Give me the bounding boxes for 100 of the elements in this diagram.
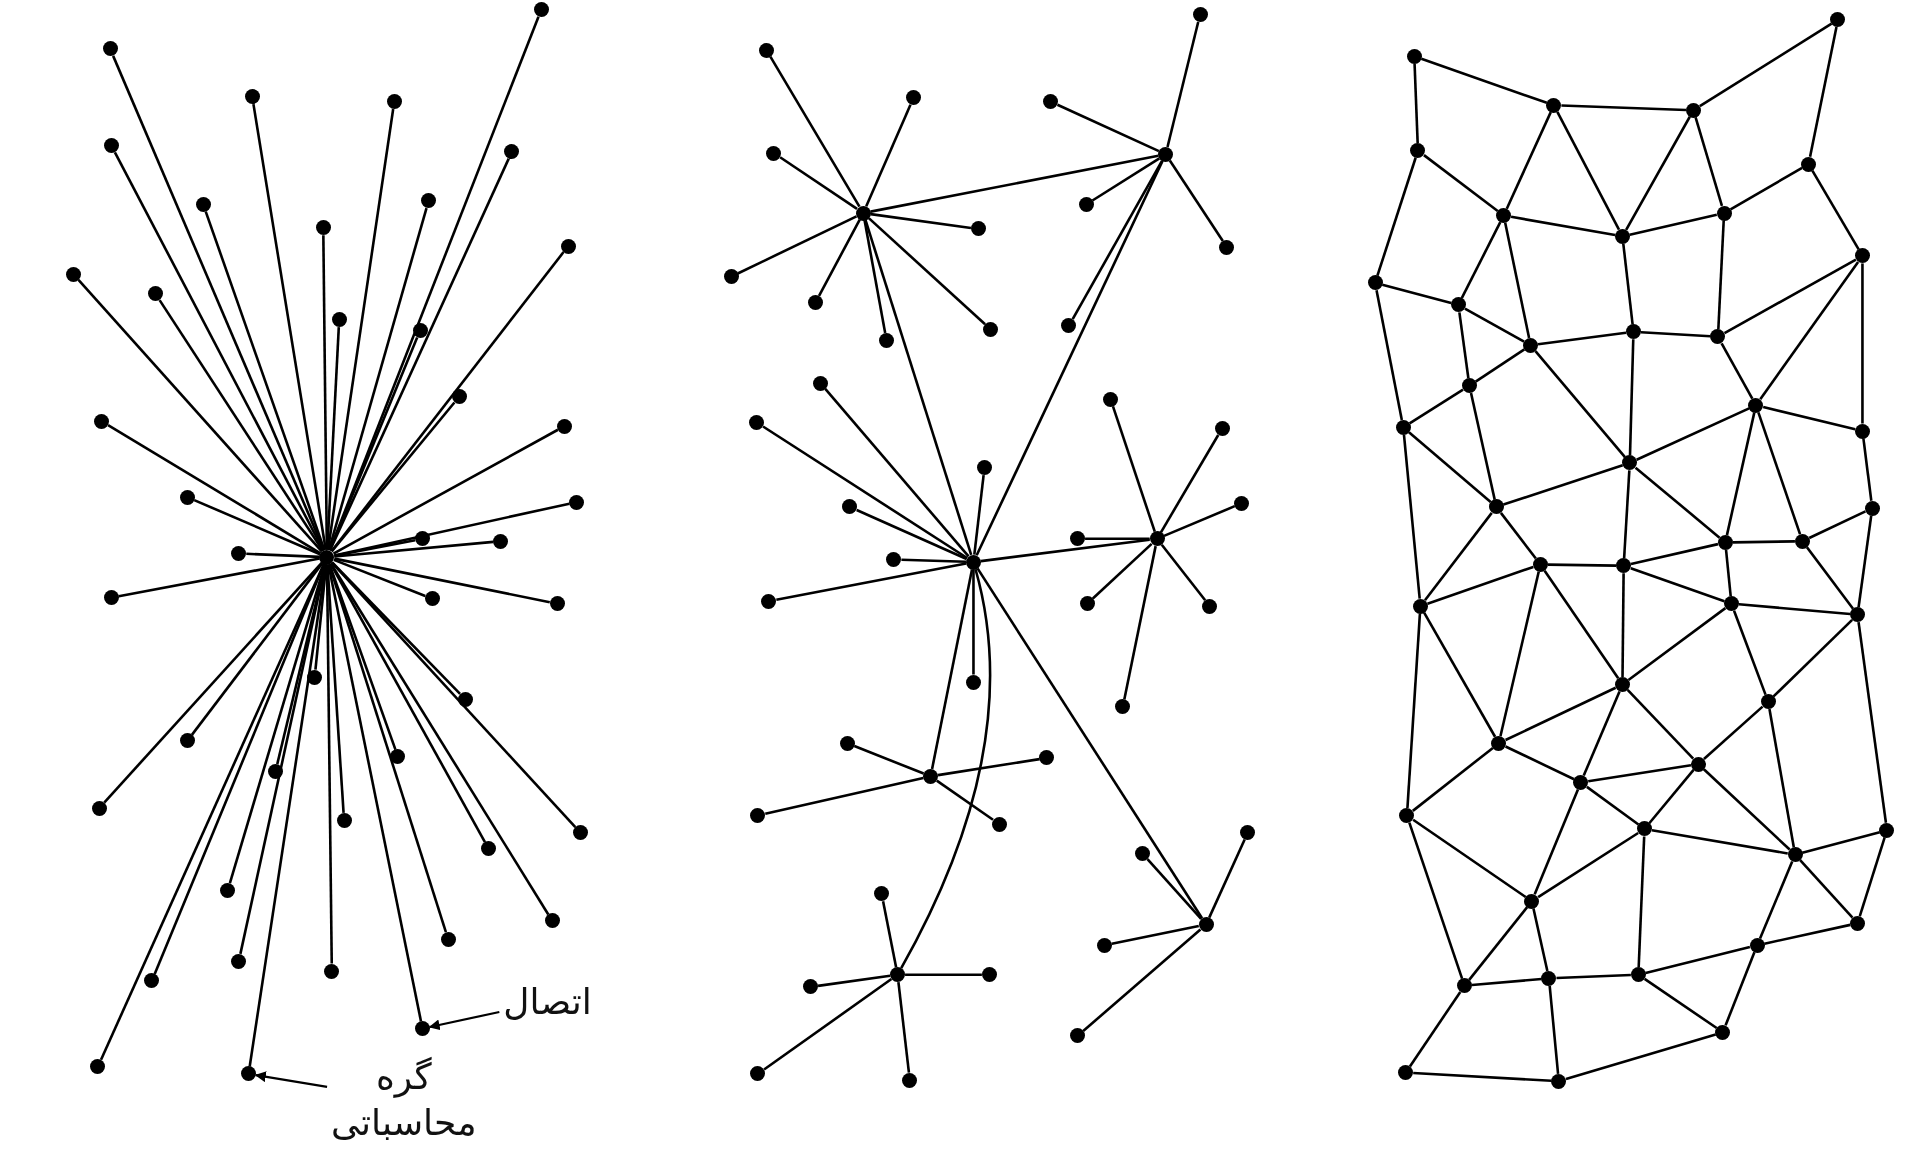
network-node — [244, 89, 260, 105]
link-line — [976, 567, 1204, 919]
link-line — [1085, 537, 1150, 541]
link-line — [776, 562, 967, 602]
link-line — [1625, 116, 1691, 231]
link-line — [204, 211, 326, 551]
network-node — [1461, 378, 1477, 394]
network-node — [1410, 143, 1426, 159]
network-node — [1079, 596, 1095, 612]
network-node — [1398, 1065, 1414, 1081]
network-node — [808, 294, 823, 310]
link-line — [1420, 57, 1548, 105]
link-line — [1724, 951, 1756, 1026]
link-line — [1408, 431, 1492, 504]
network-node — [1134, 845, 1150, 861]
link-line — [1537, 831, 1639, 899]
link-line — [980, 538, 1150, 563]
annotation-label: گره محاسباتی — [329, 1053, 479, 1146]
network-node — [1717, 534, 1733, 550]
link-line — [897, 982, 911, 1073]
link-line — [1651, 828, 1788, 855]
link-line — [1732, 610, 1767, 696]
link-line — [1458, 312, 1470, 379]
link-line — [905, 973, 982, 976]
link-line — [1759, 261, 1860, 400]
link-line — [193, 498, 321, 556]
network-node — [544, 913, 560, 929]
network-node — [533, 2, 549, 18]
network-node — [103, 590, 119, 606]
link-line — [331, 561, 577, 828]
link-line — [330, 251, 565, 552]
network-node — [1850, 607, 1866, 623]
link-line — [1640, 330, 1711, 338]
link-line — [1637, 836, 1646, 968]
link-line — [334, 540, 494, 558]
network-node — [1625, 324, 1641, 340]
network-node — [560, 238, 576, 254]
network-node — [572, 825, 588, 841]
network-node — [1551, 1073, 1567, 1089]
link-line — [1534, 350, 1626, 458]
link-line — [937, 757, 1040, 777]
link-line — [1622, 243, 1634, 325]
link-line — [1146, 858, 1203, 920]
network-node — [977, 460, 992, 476]
link-line — [972, 569, 975, 675]
link-line — [769, 56, 861, 208]
network-node — [414, 531, 430, 547]
network-node — [983, 321, 999, 337]
link-line — [1857, 621, 1888, 823]
link-line — [1423, 154, 1499, 212]
network-node — [965, 674, 981, 690]
link-line — [1499, 512, 1537, 560]
network-node — [412, 323, 428, 339]
link-line — [1382, 283, 1452, 305]
link-line — [77, 279, 323, 553]
link-line — [118, 557, 320, 598]
network-node — [842, 499, 858, 515]
link-line — [1408, 822, 1464, 980]
link-line — [1636, 407, 1750, 461]
link-line — [1537, 331, 1627, 346]
link-line — [1091, 157, 1161, 202]
network-node — [144, 973, 160, 989]
link-line — [1808, 26, 1838, 157]
network-node — [1830, 12, 1846, 28]
network-node — [1614, 228, 1630, 244]
network-node — [195, 197, 211, 212]
network-node — [1367, 275, 1383, 291]
network-node — [569, 494, 585, 510]
link-line — [863, 220, 887, 334]
link-line — [1376, 157, 1417, 277]
link-line — [1460, 221, 1502, 299]
link-line — [1427, 565, 1534, 605]
network-node — [493, 533, 509, 549]
network-node — [1219, 239, 1235, 255]
link-line — [1123, 545, 1157, 700]
link-line — [824, 388, 970, 558]
network-node — [451, 389, 467, 405]
link-line — [1729, 166, 1803, 211]
network-node — [1039, 750, 1055, 766]
link-line — [1082, 928, 1202, 1032]
link-line — [1556, 973, 1631, 980]
network-node — [1749, 937, 1765, 953]
link-line — [1543, 569, 1620, 680]
link-line — [1702, 768, 1791, 851]
network-node — [923, 768, 939, 784]
link-line — [1412, 818, 1527, 899]
network-node — [766, 145, 782, 161]
network-node — [1748, 397, 1764, 413]
network-node — [336, 812, 352, 828]
network-node — [750, 1066, 766, 1082]
network-node — [504, 144, 520, 160]
network-node — [421, 193, 437, 209]
network-node — [307, 669, 323, 685]
link-line — [1533, 788, 1580, 895]
link-line — [1772, 619, 1854, 698]
network-node — [1864, 500, 1880, 516]
network-node — [1573, 774, 1589, 790]
link-line — [1071, 160, 1164, 320]
link-line — [1764, 923, 1851, 945]
link-line — [1111, 405, 1156, 533]
